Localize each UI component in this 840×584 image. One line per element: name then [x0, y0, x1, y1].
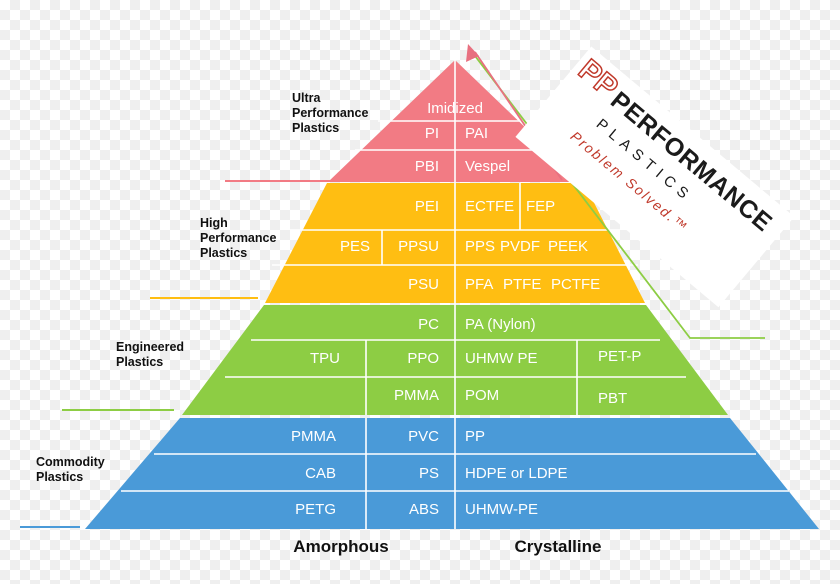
tier-high-label: High Performance Plastics: [200, 216, 280, 260]
cell-ptfe: PTFE: [503, 276, 541, 293]
cell-pai: PAI: [465, 125, 488, 142]
tier-commodity-label: Commodity Plastics: [36, 455, 108, 484]
cell-ectfe: ECTFE: [465, 198, 514, 215]
amorphous-cells: Imidized PI PBI PEI PES PPSU PSU PC TPU …: [291, 100, 483, 518]
cell-pi: PI: [425, 125, 439, 142]
cell-abs: ABS: [409, 501, 439, 518]
cell-psu: PSU: [408, 276, 439, 293]
axis-crystalline-label: Crystalline: [515, 537, 602, 556]
tier-engineered-label: Engineered Plastics: [116, 340, 188, 369]
cell-peek: PEEK: [548, 238, 588, 255]
cell-imidized: Imidized: [427, 100, 483, 117]
cell-ps: PS: [419, 465, 439, 482]
cell-tpu: TPU: [310, 350, 340, 367]
cell-pet-p: PET-P: [598, 348, 641, 365]
cell-petg: PETG: [295, 501, 336, 518]
cell-fep: FEP: [526, 198, 555, 215]
cell-pfa: PFA: [465, 276, 493, 293]
cell-pes: PES: [340, 238, 370, 255]
cell-ppsu: PPSU: [398, 238, 439, 255]
logo-background: [515, 46, 795, 308]
cell-vespel: Vespel: [465, 158, 510, 175]
cell-pp: PP: [465, 428, 485, 445]
cell-pvdf: PVDF: [500, 238, 540, 255]
cell-pom: POM: [465, 387, 499, 404]
axis-amorphous-label: Amorphous: [293, 537, 388, 556]
tier-commodity-band: [85, 418, 819, 529]
cell-pmma-engineered: PMMA: [394, 387, 439, 404]
cell-ppo: PPO: [407, 350, 439, 367]
cell-pbt: PBT: [598, 390, 627, 407]
cell-uhmw-pe: UHMW PE: [465, 350, 538, 367]
cell-pei: PEI: [415, 198, 439, 215]
cell-hdpe-ldpe: HDPE or LDPE: [465, 465, 568, 482]
cell-pmma-commodity: PMMA: [291, 428, 336, 445]
cell-pa-nylon: PA (Nylon): [465, 316, 536, 333]
crystalline-cells: PAI Vespel ECTFE FEP PPS PVDF PEEK PFA P…: [465, 125, 641, 518]
cell-pps: PPS: [465, 238, 495, 255]
cell-pbi: PBI: [415, 158, 439, 175]
arrow-head-icon: [466, 44, 479, 62]
cell-pvc: PVC: [408, 428, 439, 445]
cell-cab: CAB: [305, 465, 336, 482]
cell-uhmw-pe-dash: UHMW-PE: [465, 501, 538, 518]
cell-pc: PC: [418, 316, 439, 333]
cell-pctfe: PCTFE: [551, 276, 600, 293]
pyramid-dividers: [121, 60, 789, 529]
tier-ultra-label: Ultra Performance Plastics: [292, 91, 372, 135]
